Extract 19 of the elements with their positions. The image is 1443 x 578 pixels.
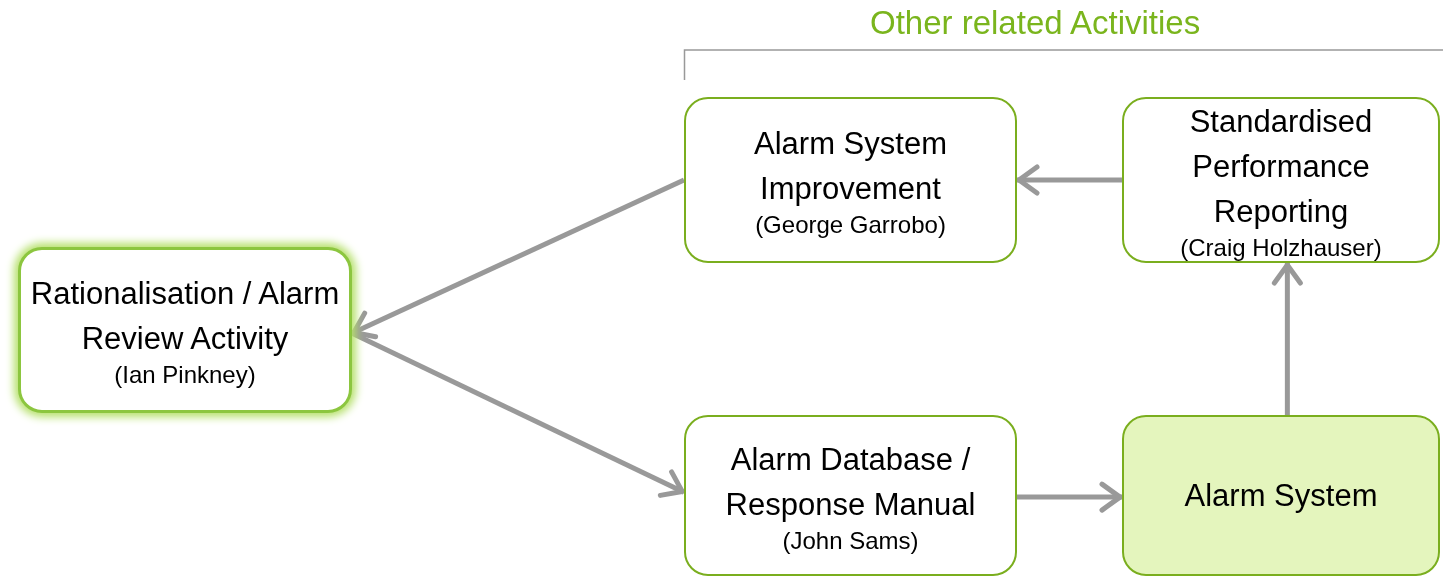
arrow xyxy=(1017,481,1123,513)
person-name: (George Garrobo) xyxy=(755,211,946,239)
group-heading: Other related Activities xyxy=(870,4,1201,42)
node-title: Alarm System Improvement xyxy=(753,125,948,208)
person-name: (Ian Pinkney) xyxy=(114,361,256,389)
process-box xyxy=(684,415,1017,576)
arrow xyxy=(1016,164,1122,196)
person-name: (Craig Holzhauser) xyxy=(1180,233,1382,262)
process-box xyxy=(1122,97,1440,263)
process-box xyxy=(18,247,352,413)
node-title: Rationalisation / Alarm Review Activity xyxy=(29,275,341,358)
node-title: Standardised Performance Reporting xyxy=(1188,102,1374,231)
node-title: Alarm Database / Response Manual xyxy=(724,440,977,524)
person-name: (John Sams) xyxy=(782,526,919,555)
arrow xyxy=(350,177,686,340)
node-title: Alarm System xyxy=(1184,477,1378,515)
process-box xyxy=(684,97,1017,263)
process-box xyxy=(1122,415,1440,576)
arrow xyxy=(1271,262,1303,415)
